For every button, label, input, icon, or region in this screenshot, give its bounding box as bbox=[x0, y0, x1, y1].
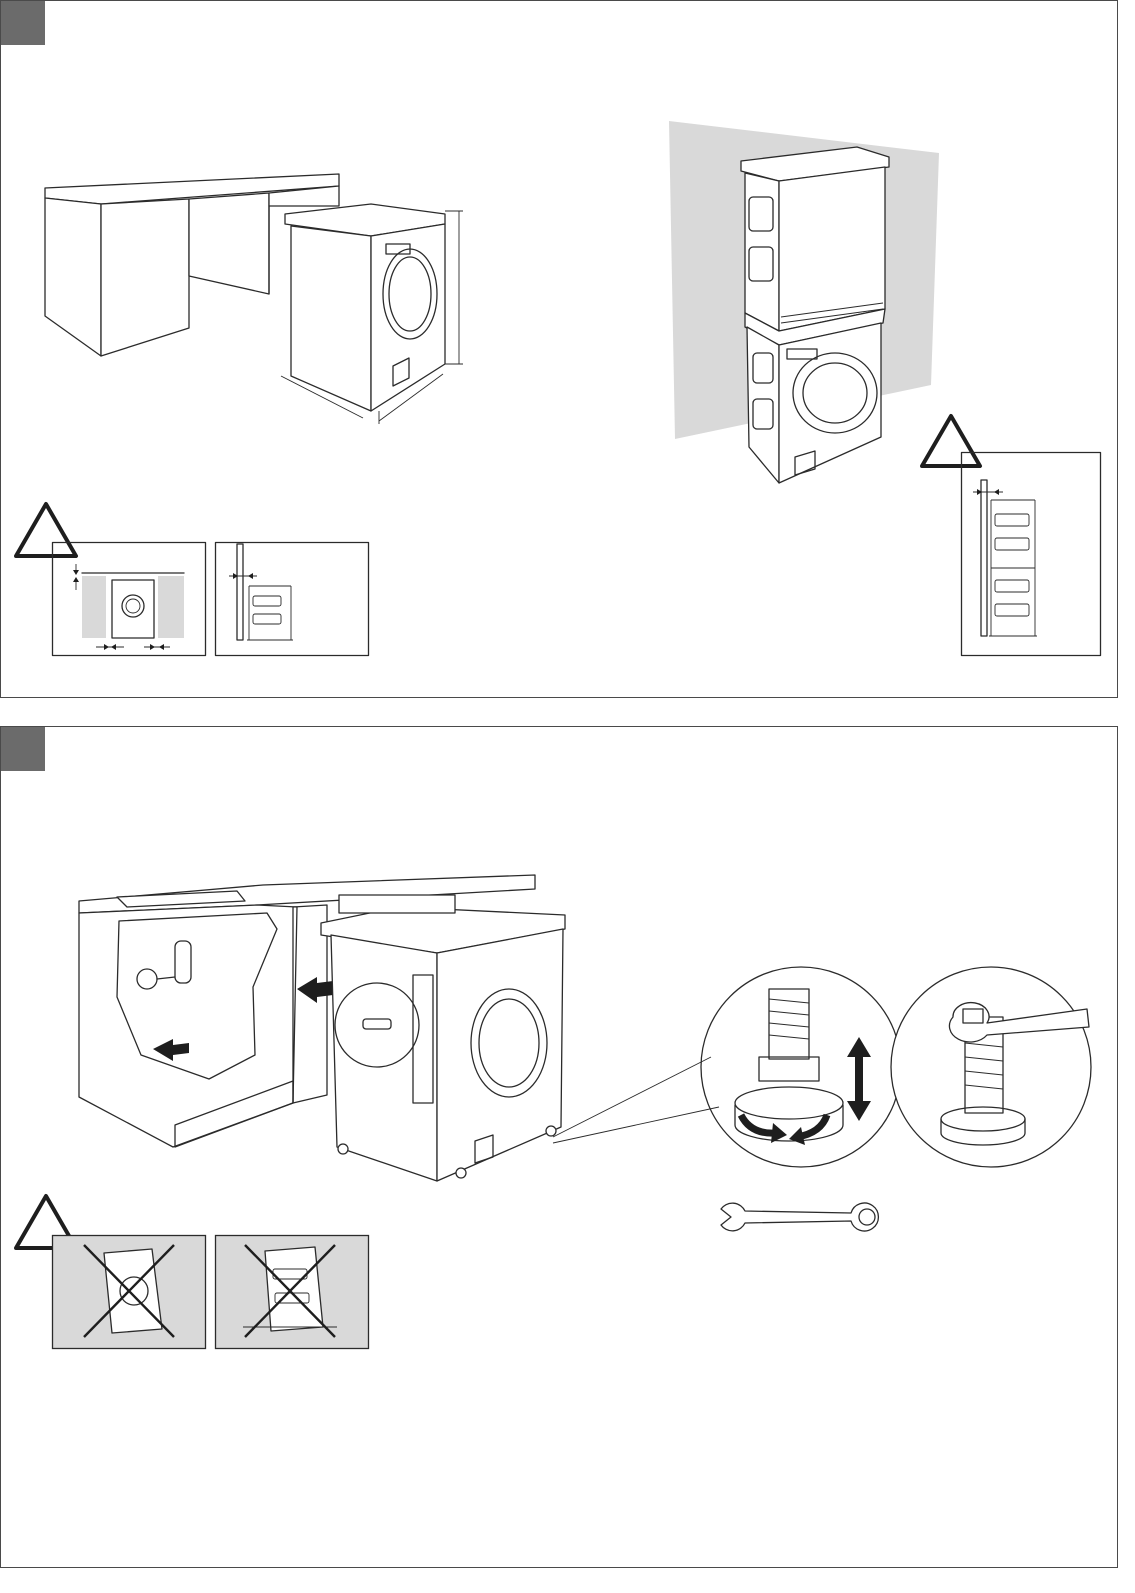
callout-lines bbox=[551, 1047, 721, 1147]
instruction-panel-1 bbox=[0, 0, 1118, 698]
no-tilt-side-box bbox=[214, 1234, 370, 1350]
wrench-icon bbox=[948, 1001, 1090, 1043]
side-clearance-box bbox=[51, 541, 207, 657]
spirit-level-icon bbox=[338, 894, 456, 914]
step-marker-1 bbox=[1, 1, 45, 45]
stacked-dryer-figure bbox=[669, 117, 949, 487]
slide-into-cabinet-figure bbox=[77, 867, 567, 1185]
wall-clearance-box bbox=[214, 541, 370, 657]
step-marker-2 bbox=[1, 727, 45, 771]
wrench-icon bbox=[717, 1199, 883, 1235]
vertical-double-arrow-icon bbox=[847, 1037, 871, 1121]
stack-clearance-box bbox=[960, 451, 1102, 657]
foot-locknut-figure bbox=[889, 965, 1093, 1169]
instruction-panel-2 bbox=[0, 726, 1118, 1568]
foot-adjust-figure bbox=[700, 965, 902, 1169]
no-tilt-front-box bbox=[51, 1234, 207, 1350]
kitchen-gap-figure bbox=[41, 166, 481, 431]
cross-icon bbox=[244, 1244, 336, 1338]
cross-icon bbox=[83, 1244, 175, 1338]
warning-triangle-icon bbox=[919, 413, 983, 469]
